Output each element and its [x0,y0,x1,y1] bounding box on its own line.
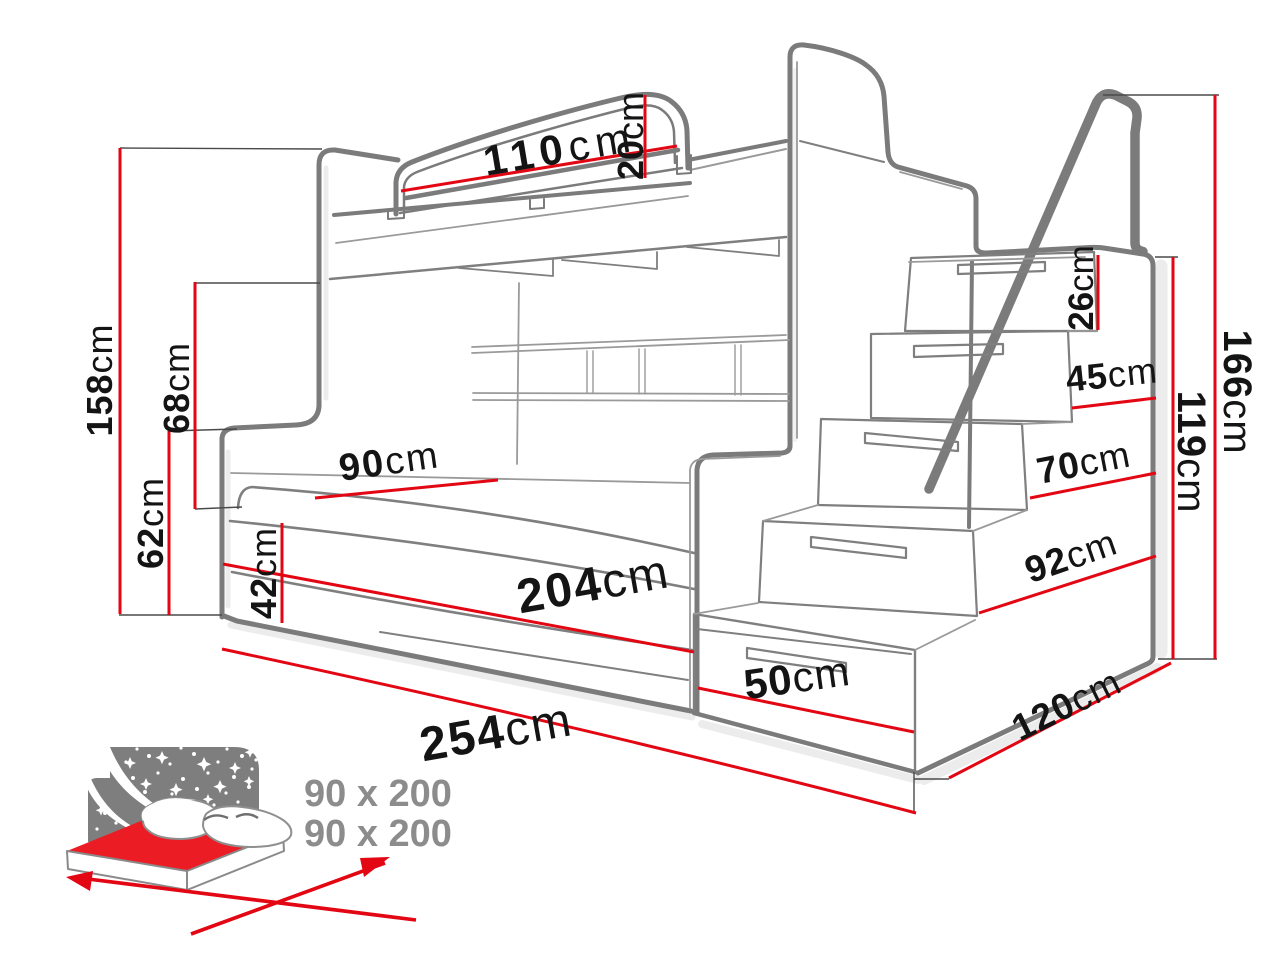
svg-text:68cm: 68cm [156,342,197,434]
svg-text:45cm: 45cm [1064,349,1160,399]
svg-text:62cm: 62cm [130,477,171,569]
svg-text:166cm: 166cm [1215,329,1259,454]
svg-text:204cm: 204cm [513,545,674,624]
svg-text:90 x 200: 90 x 200 [304,813,452,855]
svg-text:50cm: 50cm [741,647,853,708]
svg-text:20cm: 20cm [610,92,651,180]
svg-text:119cm: 119cm [1169,391,1213,514]
svg-text:90cm: 90cm [336,434,442,490]
svg-text:42cm: 42cm [243,527,284,619]
svg-text:26cm: 26cm [1062,245,1101,331]
svg-text:158cm: 158cm [79,323,120,436]
svg-text:254cm: 254cm [416,693,577,772]
svg-text:70cm: 70cm [1033,434,1134,492]
svg-text:90 x 200: 90 x 200 [304,773,452,815]
